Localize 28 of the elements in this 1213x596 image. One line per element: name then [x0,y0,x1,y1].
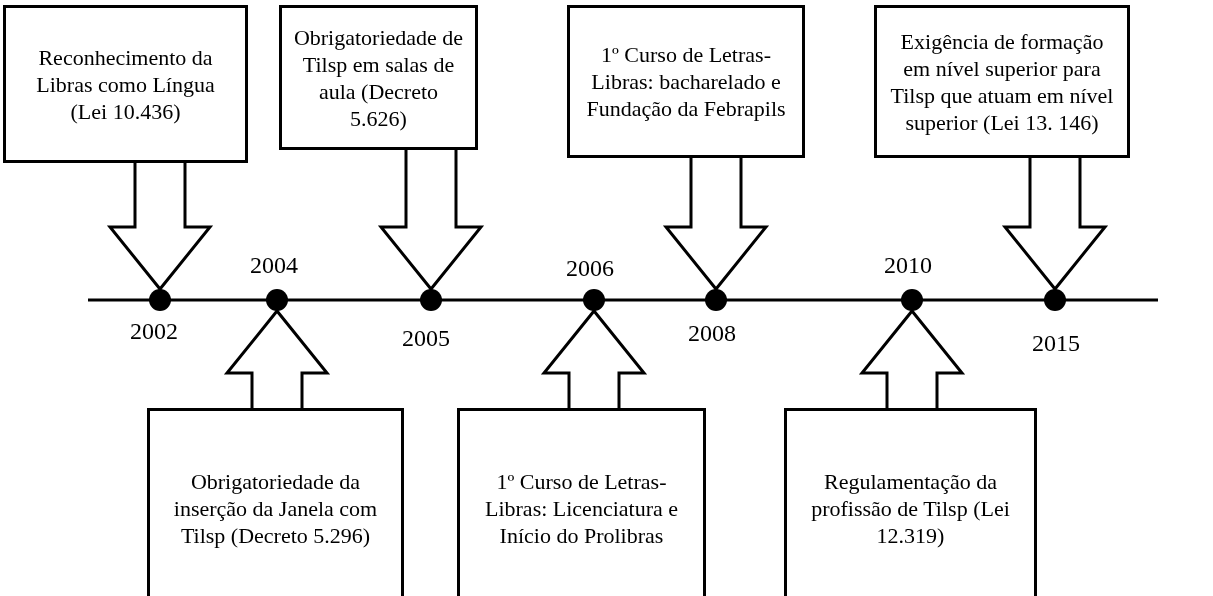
year-label: 2015 [1032,330,1080,357]
block-arrow [662,156,770,292]
block-arrow [223,308,331,410]
event-box: Obrigatoriedade da inserção da Janela com Tilsp (Decreto 5.296) [147,408,404,596]
event-box: 1º Curso de Letras-Libras: bacharelado e Fundação da Febrapils [567,5,805,158]
block-arrow [377,148,485,292]
timeline-dot [266,289,288,311]
block-arrow [106,161,214,292]
year-label: 2010 [884,252,932,279]
event-box: Exigência de formação em nível superior para Tilsp que atuam em nível superior (Lei 13. 146) [874,5,1130,158]
year-label: 2006 [566,255,614,282]
year-label: 2008 [688,320,736,347]
block-arrow [858,308,966,410]
year-label: 2004 [250,252,298,279]
timeline-dot [149,289,171,311]
timeline-dot [705,289,727,311]
timeline-dot [420,289,442,311]
timeline-dot [1044,289,1066,311]
year-label: 2005 [402,325,450,352]
block-arrow [540,308,648,410]
year-label: 2002 [130,318,178,345]
event-box: Obrigatoriedade de Tilsp em salas de aula (Decreto 5.626) [279,5,478,150]
timeline-dot [901,289,923,311]
event-box: 1º Curso de Letras-Libras: Licenciatura e Início do Prolibras [457,408,706,596]
event-box: Regulamentação da profissão de Tilsp (Lei 12.319) [784,408,1037,596]
timeline-dot [583,289,605,311]
block-arrow [1001,156,1109,292]
event-box: Reconhecimento da Libras como Língua (Lei 10.436) [3,5,248,163]
